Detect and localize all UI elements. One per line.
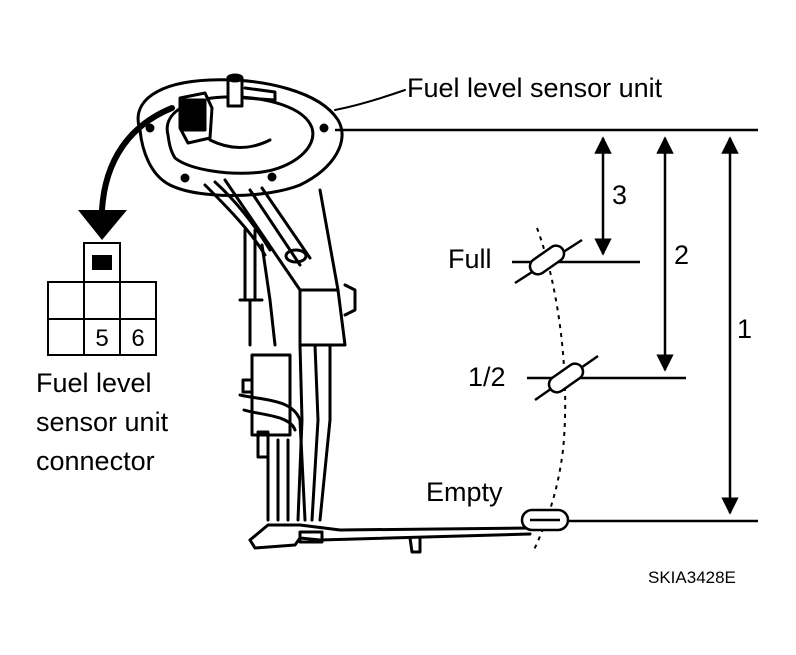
connector-label-line3: connector bbox=[36, 446, 155, 476]
pointer-arrow bbox=[78, 105, 175, 240]
figure-id: SKIA3428E bbox=[648, 568, 736, 587]
float-empty bbox=[520, 508, 570, 532]
pin-5-label: 5 bbox=[95, 325, 108, 352]
connector-label-line2: sensor unit bbox=[36, 407, 169, 437]
dimension-3-label: 3 bbox=[612, 180, 627, 210]
dimension-1-label: 1 bbox=[737, 314, 752, 344]
reference-lines bbox=[335, 128, 758, 553]
float-full bbox=[514, 238, 583, 285]
empty-label: Empty bbox=[426, 477, 503, 507]
sensor-unit-illustration bbox=[136, 73, 532, 554]
float-half bbox=[534, 354, 599, 402]
connector-label-line1: Fuel level bbox=[36, 368, 152, 398]
dimension-2-label: 2 bbox=[674, 240, 689, 270]
full-label: Full bbox=[448, 244, 492, 274]
half-label: 1/2 bbox=[468, 362, 506, 392]
connector-pinout bbox=[47, 242, 157, 356]
pin-6-label: 6 bbox=[131, 325, 144, 352]
dimension-arrows bbox=[594, 136, 739, 515]
sensor-unit-label: Fuel level sensor unit bbox=[407, 73, 663, 103]
